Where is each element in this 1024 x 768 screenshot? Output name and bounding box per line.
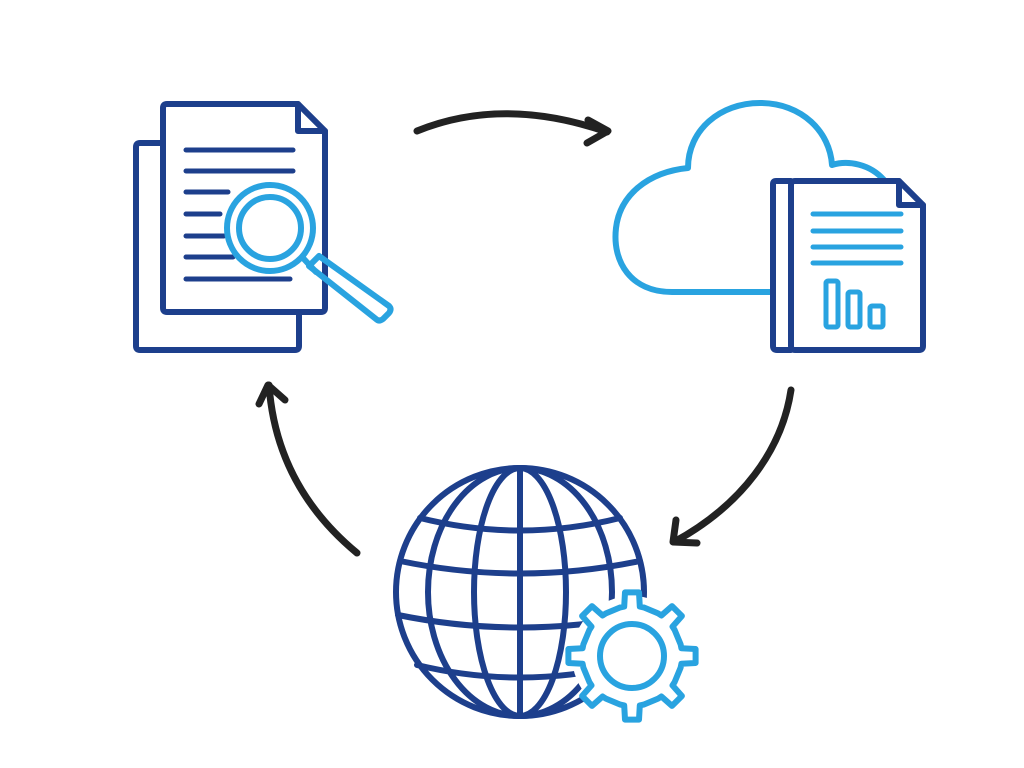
globe-icon xyxy=(393,465,647,719)
back-page-icon xyxy=(133,140,302,353)
curved-arrow-icon xyxy=(413,110,612,147)
bar-chart-icon xyxy=(823,278,886,330)
globe-gear-icon xyxy=(393,465,699,723)
cloud-document-chart-icon xyxy=(612,100,926,353)
report-lines-icon xyxy=(810,211,904,266)
curved-arrow-icon xyxy=(669,386,795,547)
cloud-icon xyxy=(612,100,887,295)
text-lines-icon xyxy=(183,147,296,282)
curved-arrow-icon xyxy=(255,381,361,557)
front-page-icon xyxy=(160,101,328,315)
report-document-icon xyxy=(770,178,926,353)
document-search-icon xyxy=(133,101,394,353)
gear-icon xyxy=(565,589,699,723)
magnifier-icon xyxy=(224,182,394,324)
